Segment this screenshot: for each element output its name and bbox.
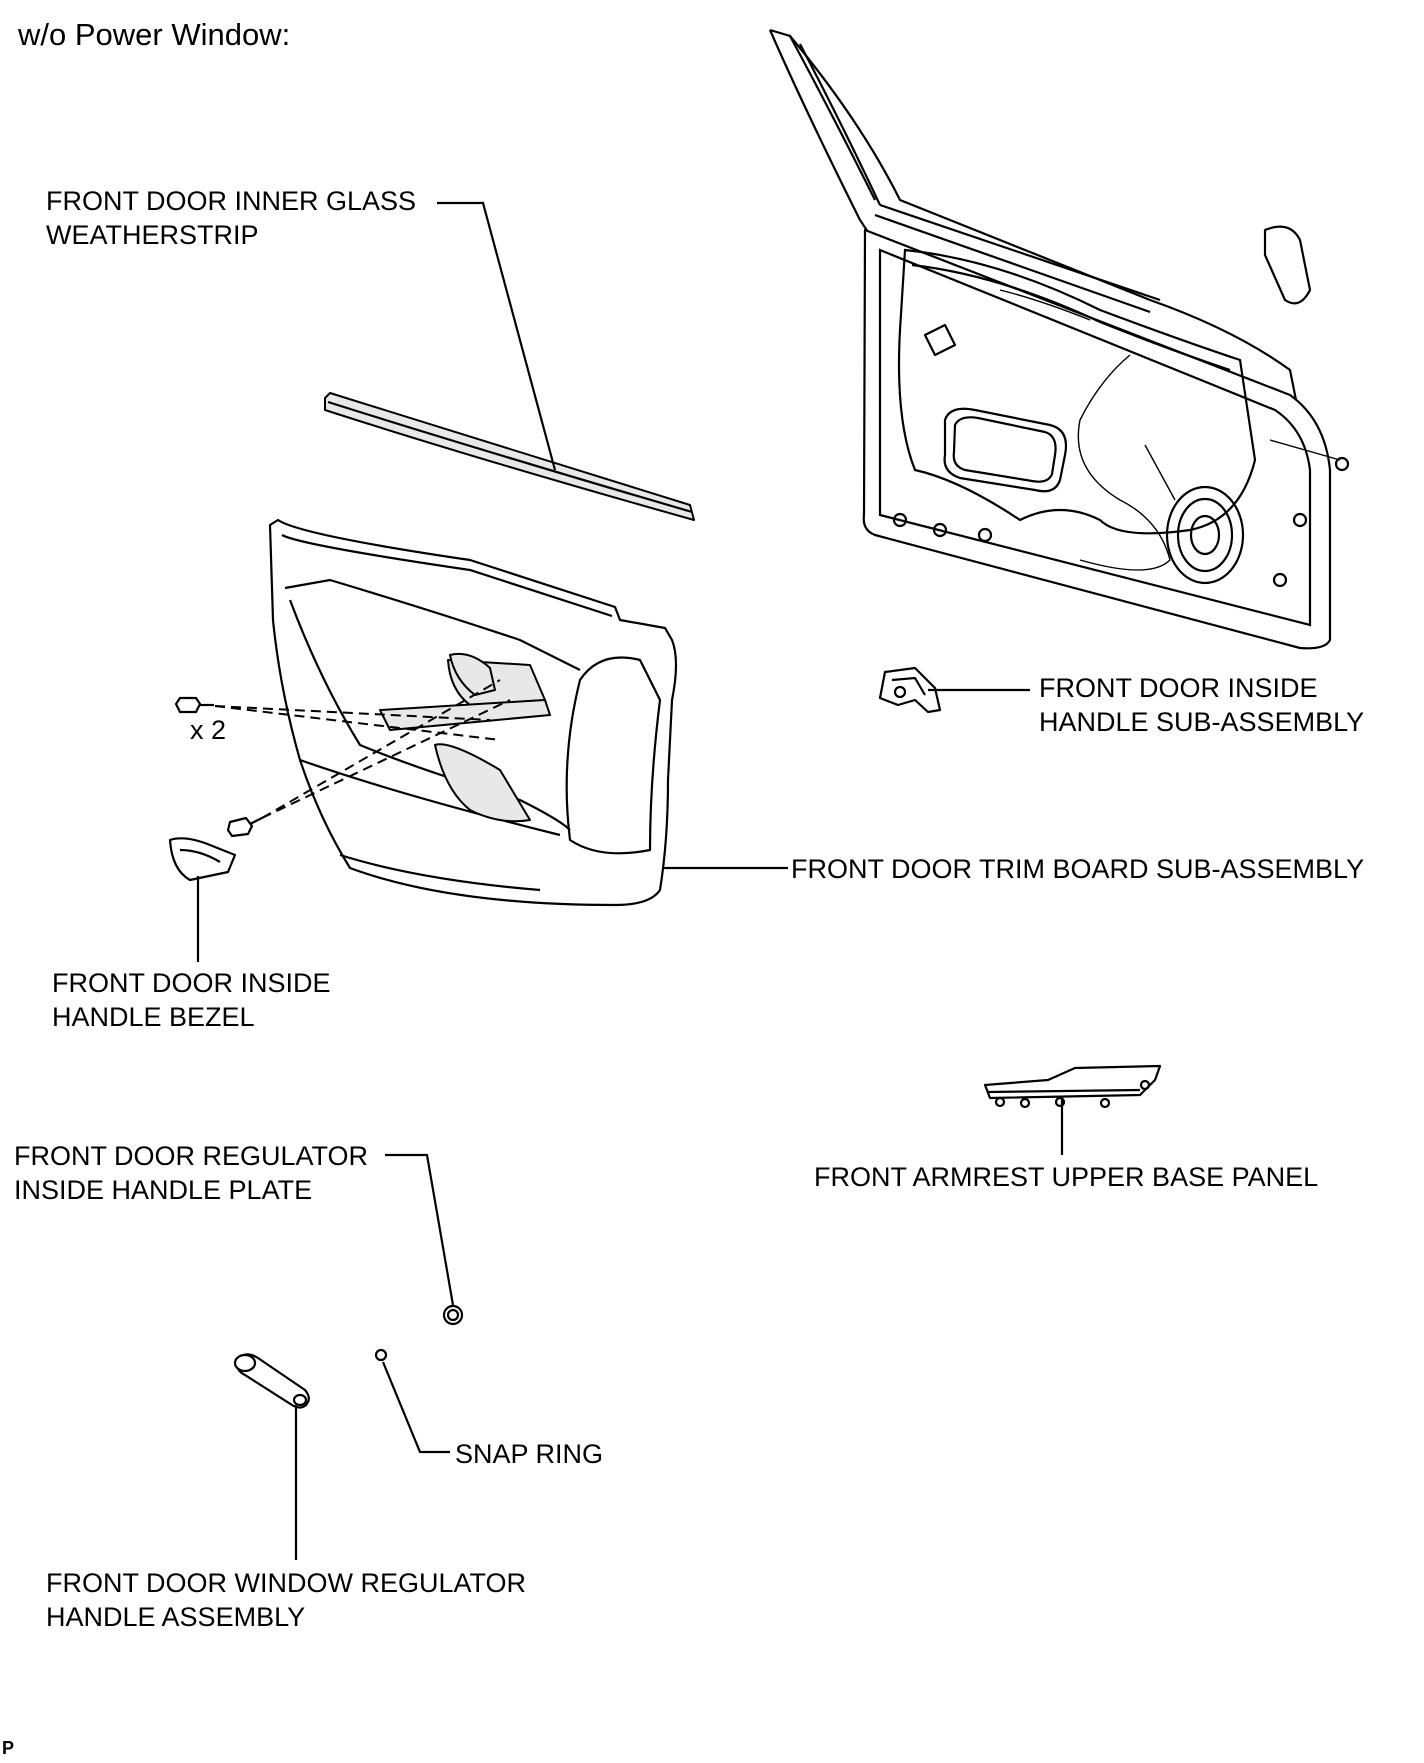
label-line: HANDLE SUB-ASSEMBLY bbox=[1039, 707, 1365, 737]
label-trim-board-sub-assembly: FRONT DOOR TRIM BOARD SUB-ASSEMBLY bbox=[791, 852, 1364, 886]
label-line: FRONT DOOR INNER GLASS bbox=[46, 186, 417, 216]
label-line: FRONT DOOR WINDOW REGULATOR bbox=[46, 1568, 527, 1598]
label-line: INSIDE HANDLE PLATE bbox=[14, 1175, 313, 1205]
label-snap-ring: SNAP RING bbox=[455, 1437, 603, 1471]
install-path-lines bbox=[214, 679, 511, 819]
inside-handle-sub-assembly-part bbox=[878, 666, 942, 714]
regulator-inside-handle-plate-part bbox=[442, 1304, 464, 1326]
label-line: FRONT DOOR REGULATOR bbox=[14, 1141, 369, 1171]
label-regulator-inside-handle-plate: FRONT DOOR REGULATOR INSIDE HANDLE PLATE bbox=[14, 1139, 368, 1207]
snap-ring-part bbox=[374, 1348, 388, 1362]
trim-board-sub-assembly-part bbox=[268, 518, 678, 907]
fastener-count: x 2 bbox=[190, 715, 227, 745]
front-door-frame bbox=[768, 28, 1350, 650]
page-heading: w/o Power Window: bbox=[18, 17, 291, 52]
label-line: SNAP RING bbox=[455, 1439, 604, 1469]
inside-handle-bezel-part bbox=[168, 837, 237, 882]
label-line: FRONT DOOR TRIM BOARD SUB-ASSEMBLY bbox=[791, 854, 1365, 884]
label-line: FRONT ARMREST UPPER BASE PANEL bbox=[814, 1162, 1319, 1192]
label-line: WEATHERSTRIP bbox=[46, 220, 259, 250]
label-window-regulator-handle-assembly: FRONT DOOR WINDOW REGULATOR HANDLE ASSEM… bbox=[46, 1566, 526, 1634]
label-line: HANDLE BEZEL bbox=[52, 1002, 255, 1032]
label-armrest-upper-base-panel: FRONT ARMREST UPPER BASE PANEL bbox=[814, 1160, 1318, 1194]
leader-lines bbox=[196, 201, 1064, 1560]
window-regulator-handle-part bbox=[233, 1353, 310, 1409]
label-inner-glass-weatherstrip: FRONT DOOR INNER GLASS WEATHERSTRIP bbox=[46, 184, 416, 252]
label-line: HANDLE ASSEMBLY bbox=[46, 1602, 306, 1632]
label-line: FRONT DOOR INSIDE bbox=[52, 968, 331, 998]
label-line: FRONT DOOR INSIDE bbox=[1039, 673, 1318, 703]
inner-glass-weatherstrip-part bbox=[324, 392, 695, 521]
label-inside-handle-sub-assembly: FRONT DOOR INSIDE HANDLE SUB-ASSEMBLY bbox=[1039, 671, 1364, 739]
label-inside-handle-bezel: FRONT DOOR INSIDE HANDLE BEZEL bbox=[52, 966, 331, 1034]
corner-mark: P bbox=[2, 1738, 15, 1758]
trim-screws bbox=[174, 696, 263, 838]
armrest-upper-base-panel-part bbox=[983, 1064, 1162, 1109]
